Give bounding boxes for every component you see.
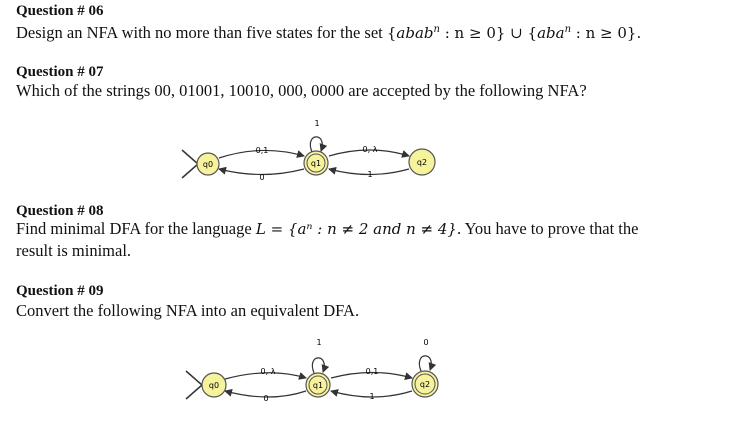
edge-q2-q1	[330, 389, 413, 398]
state-q1-label: q1	[311, 159, 321, 168]
loop-q2	[418, 355, 437, 372]
question-9-text: Convert the following NFA into an equiva…	[16, 301, 360, 320]
question-8-language: L = {aⁿ : n ≠ 2 and n ≠ 4}	[255, 220, 457, 238]
state-q2-outer	[411, 370, 439, 398]
label-loop-q1: 1	[316, 338, 321, 347]
state-q0	[196, 152, 220, 176]
nfa-diagram-q9: q0 q1 q2 1 0 0, λ 0 0,1 1	[185, 338, 439, 403]
label-q2-q1: 1	[369, 392, 374, 401]
question-6-text-before: Design an NFA with no more than five sta…	[16, 23, 387, 42]
label-q1-q0: 0	[263, 394, 268, 403]
set1-word: abab	[396, 24, 434, 42]
start-arrow-q0	[185, 370, 204, 400]
state-q2	[408, 148, 436, 176]
label-loop-q2: 0	[423, 338, 428, 347]
state-q1-label: q1	[313, 381, 323, 390]
set-condition-1: : n ≥ 0} ∪ {	[439, 24, 538, 42]
question-6-set: {ababn : n ≥ 0} ∪ {aban : n ≥ 0}.	[387, 24, 641, 42]
set-open: {	[386, 24, 397, 42]
state-q1-outer	[303, 150, 329, 176]
question-6-title: Question # 06	[16, 3, 104, 19]
set1-exponent: n	[433, 24, 440, 35]
label-q0-q1: 0, λ	[261, 367, 276, 376]
question-8-title: Question # 08	[16, 203, 104, 219]
state-q0	[201, 372, 227, 398]
label-q1-q2: 0,1	[366, 367, 379, 376]
state-q0-label: q0	[203, 160, 213, 169]
set-condition-2: : n ≥ 0}.	[571, 24, 642, 42]
edge-q1-q2	[328, 149, 410, 158]
question-7-text: Which of the strings 00, 01001, 10010, 0…	[16, 81, 587, 100]
state-q1-accept-ring	[306, 153, 326, 173]
set2-word: aba	[537, 24, 565, 42]
state-q1-outer	[305, 372, 331, 398]
edge-q1-q0	[224, 388, 307, 398]
question-6-text: Design an NFA with no more than five sta…	[16, 19, 641, 44]
loop-q1	[309, 136, 328, 153]
state-q2-label: q2	[420, 380, 430, 389]
label-q1-q0: 0	[259, 173, 264, 182]
question-7-title: Question # 07	[16, 64, 104, 80]
label-q0-q1: 0,1	[256, 146, 269, 155]
question-9-title: Question # 09	[16, 283, 104, 299]
state-q2-accept-ring	[414, 373, 436, 395]
nfa-diagram-q7: q0 q1 q2 1 0,1 0 0, λ 1	[181, 119, 436, 182]
label-q1-q2: 0, λ	[363, 145, 378, 154]
set2-exponent: n	[564, 24, 572, 35]
loop-q1	[311, 357, 330, 374]
state-q0-label: q0	[209, 381, 219, 390]
edge-q0-q1	[224, 372, 307, 380]
label-loop-q1: 1	[314, 119, 319, 128]
question-8-text-before: Find minimal DFA for the language	[16, 219, 256, 238]
label-q2-q1: 1	[367, 170, 372, 179]
edge-q0-q1	[218, 149, 305, 159]
state-q2-label: q2	[417, 158, 427, 167]
question-8-text-after: . You have to prove that the	[456, 219, 639, 238]
question-8-line-2: result is minimal.	[16, 241, 132, 260]
question-8-line-1: Find minimal DFA for the language L = {a…	[16, 218, 638, 240]
edge-q1-q2	[330, 371, 413, 380]
edge-q2-q1	[328, 166, 410, 176]
start-arrow-q0	[181, 149, 200, 179]
edge-q1-q0	[218, 166, 305, 176]
state-q1-accept-ring	[308, 375, 328, 395]
